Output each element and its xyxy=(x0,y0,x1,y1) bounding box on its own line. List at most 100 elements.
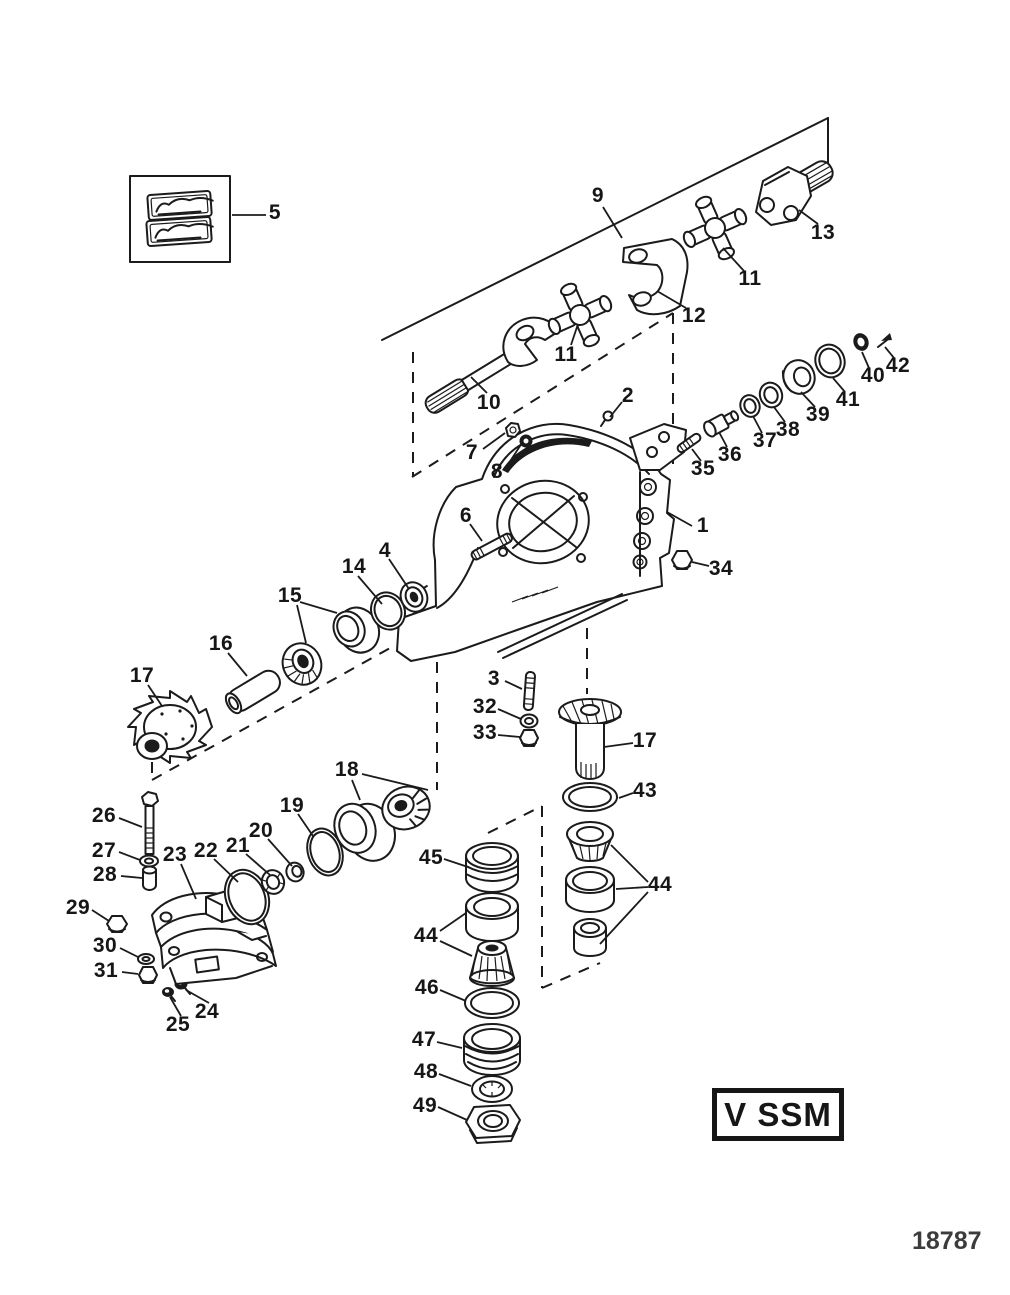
part-callout-38: 38 xyxy=(775,418,801,441)
tapered-bearing-cone xyxy=(566,821,614,862)
part-callout-35: 35 xyxy=(690,457,716,480)
hex-nut xyxy=(138,966,158,984)
pinion-gear xyxy=(127,690,213,764)
part-callout-4: 4 xyxy=(378,539,392,562)
part-callout-44: 44 xyxy=(413,924,439,947)
part-callout-29: 29 xyxy=(65,896,91,919)
part-callout-46: 46 xyxy=(414,976,440,999)
nut-fitting xyxy=(260,869,286,895)
part-callout-34: 34 xyxy=(708,557,734,580)
part-callout-41: 41 xyxy=(835,388,861,411)
u-joint-cross xyxy=(547,282,613,348)
part-callout-26: 26 xyxy=(91,804,117,827)
part-callout-33: 33 xyxy=(472,721,498,744)
washer xyxy=(137,953,155,965)
driveline-axis-line xyxy=(381,117,829,341)
part-callout-25: 25 xyxy=(165,1013,191,1036)
part-callout-47: 47 xyxy=(411,1028,437,1051)
part-callout-43: 43 xyxy=(632,779,658,802)
spacer-tube xyxy=(224,669,281,715)
part-callout-39: 39 xyxy=(805,403,831,426)
bushing-cap xyxy=(781,359,816,395)
small-seal xyxy=(853,333,869,351)
model-code-label: V SSM xyxy=(724,1095,832,1133)
tapered-bearing-cone xyxy=(469,940,515,987)
part-callout-5: 5 xyxy=(268,201,282,224)
part-callout-36: 36 xyxy=(717,443,743,466)
part-callout-13: 13 xyxy=(810,221,836,244)
part-callout-44: 44 xyxy=(647,873,673,896)
hex-nut xyxy=(519,729,539,747)
splined-yoke xyxy=(755,160,834,226)
hex-locknut xyxy=(465,1104,521,1144)
washer xyxy=(139,854,159,868)
part-callout-22: 22 xyxy=(193,839,219,862)
bevel-gear xyxy=(558,698,622,780)
part-callout-20: 20 xyxy=(248,819,274,842)
o-ring xyxy=(464,987,520,1019)
part-callout-19: 19 xyxy=(279,794,305,817)
part-callout-8: 8 xyxy=(490,460,504,483)
part-callout-27: 27 xyxy=(91,839,117,862)
part-callout-49: 49 xyxy=(412,1094,438,1117)
part-callout-28: 28 xyxy=(92,863,118,886)
part-callout-11: 11 xyxy=(738,267,762,290)
bearing-cup xyxy=(565,866,615,913)
part-callout-18: 18 xyxy=(334,758,360,781)
part-callout-45: 45 xyxy=(418,846,444,869)
decal-box xyxy=(129,175,231,263)
brand-decal-icon xyxy=(145,215,214,247)
stud xyxy=(522,671,536,712)
part-callout-12: 12 xyxy=(681,304,707,327)
stud xyxy=(676,432,702,454)
part-callout-14: 14 xyxy=(341,555,367,578)
washer xyxy=(519,713,539,729)
model-code-box: V SSM xyxy=(712,1088,844,1141)
part-callout-9: 9 xyxy=(591,184,605,207)
part-callout-1: 1 xyxy=(696,514,710,537)
o-ring xyxy=(562,782,618,812)
coupler-yoke xyxy=(622,238,689,316)
dashed-frame2-diagonal xyxy=(151,621,438,781)
washer-ring xyxy=(758,381,784,409)
ring xyxy=(306,827,344,877)
stud xyxy=(470,532,513,561)
part-callout-2: 2 xyxy=(621,384,635,407)
part-callout-10: 10 xyxy=(476,391,502,414)
bearing-cup xyxy=(332,606,381,654)
part-callout-3: 3 xyxy=(487,667,501,690)
part-callout-31: 31 xyxy=(93,959,119,982)
part-callout-23: 23 xyxy=(162,843,188,866)
part-callout-24: 24 xyxy=(194,1000,220,1023)
seal-ring xyxy=(739,394,761,418)
retaining-ring xyxy=(814,343,846,379)
locknut xyxy=(505,422,521,438)
screw xyxy=(600,410,614,427)
part-callout-17: 17 xyxy=(129,664,155,687)
u-joint-cross xyxy=(682,195,748,261)
part-callout-30: 30 xyxy=(92,934,118,957)
part-callout-16: 16 xyxy=(208,632,234,655)
hex-nut xyxy=(671,550,693,570)
drive-pin xyxy=(877,333,892,348)
part-callout-17: 17 xyxy=(632,729,658,752)
bolt xyxy=(141,791,159,855)
part-callout-21: 21 xyxy=(225,834,251,857)
part-callout-37: 37 xyxy=(752,429,778,452)
part-callout-6: 6 xyxy=(459,504,473,527)
seal-carrier xyxy=(463,1023,521,1076)
part-callout-48: 48 xyxy=(413,1060,439,1083)
washer xyxy=(519,434,533,448)
part-callout-42: 42 xyxy=(885,354,911,377)
brand-decal-icon xyxy=(146,189,214,221)
grease-fitting xyxy=(703,410,740,438)
screw xyxy=(162,987,176,1002)
gimbal-housing xyxy=(396,423,687,662)
part-callout-40: 40 xyxy=(860,364,886,387)
leader-lines xyxy=(91,206,895,1121)
grooved-sleeve xyxy=(465,842,519,893)
spacer-sleeve xyxy=(573,918,607,957)
part-callout-32: 32 xyxy=(472,695,498,718)
part-callout-7: 7 xyxy=(465,441,479,464)
